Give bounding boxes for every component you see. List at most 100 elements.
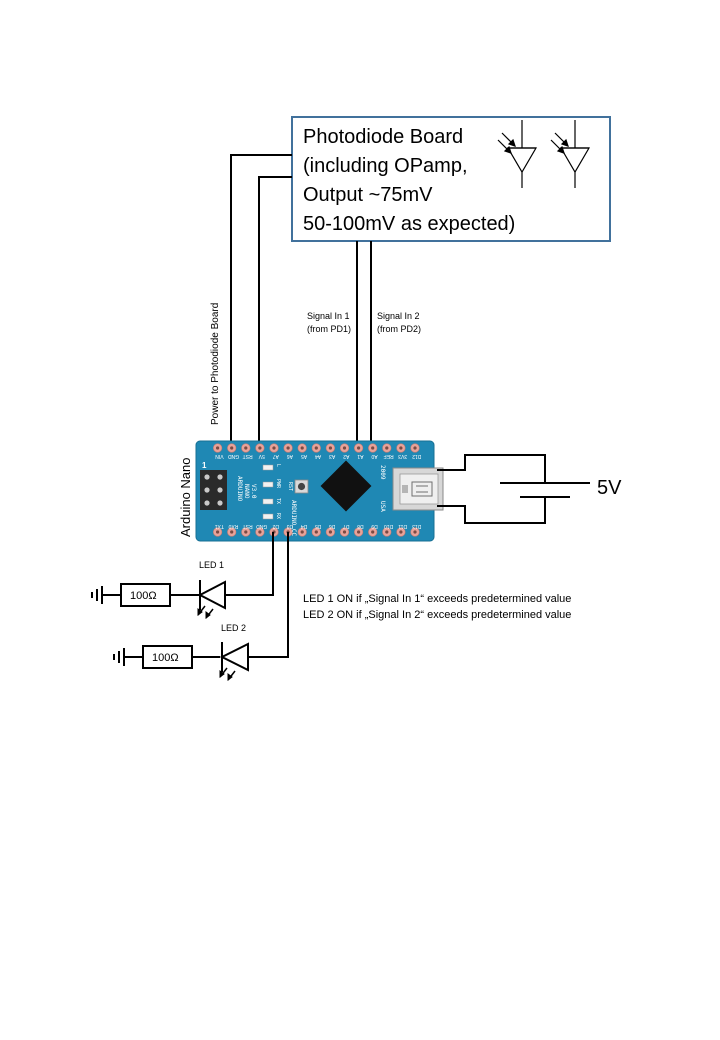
wire-d2	[225, 532, 274, 596]
top-pin-hole-a5	[300, 446, 304, 450]
photodiode-board-line-2: (including OPamp,	[303, 155, 468, 177]
bottom-pin-hole-rst	[244, 530, 248, 534]
top-pin-hole-ref	[385, 446, 389, 450]
bottom-pin-label-d2: D2	[272, 523, 279, 529]
bottom-pin-label-d4: D4	[301, 523, 308, 529]
led1-branch	[91, 532, 274, 607]
signal-wires	[356, 241, 372, 448]
photodiode-board-title: Photodiode Board	[303, 126, 463, 148]
top-pin-hole-5v	[258, 446, 262, 450]
signal-1-source: (from PD1)	[307, 324, 351, 334]
silk-model: ARDUINO	[236, 476, 243, 502]
top-pin-hole-vin	[216, 446, 220, 450]
bottom-pin-hole-d6	[328, 530, 332, 534]
icsp-header	[200, 470, 227, 510]
top-pin-label-gnd: GND	[228, 453, 240, 459]
bottom-pin-label-d8: D8	[357, 523, 364, 529]
silk-icsp: ICSP	[191, 520, 197, 534]
arduino-nano-board: Arduino Nano D123V3REFA0A1A2A3A4A5A6A75V…	[178, 440, 444, 542]
top-pin-label-a4: A4	[315, 453, 321, 459]
silk-version: V3.0	[250, 484, 257, 499]
bottom-pin-label-d10: D10	[384, 523, 393, 529]
signal-1-label: Signal In 1	[307, 311, 350, 321]
silk-led-pwr: PWR	[275, 479, 281, 489]
bottom-pin-hole-d5	[314, 530, 318, 534]
top-pin-hole-d12	[413, 446, 417, 450]
bottom-pin-hole-tx1	[216, 530, 220, 534]
signal-2-source: (from PD2)	[377, 324, 421, 334]
bottom-pin-hole-rx0	[230, 530, 234, 534]
top-pin-label-vin: VIN	[215, 453, 224, 459]
note-led2: LED 2 ON if „Signal In 2“ exceeds predet…	[303, 609, 571, 621]
note-led1: LED 1 ON if „Signal In 1“ exceeds predet…	[303, 593, 571, 605]
bottom-pin-hole-d13	[413, 530, 417, 534]
top-pin-hole-a1	[357, 446, 361, 450]
top-pin-label-a0: A0	[371, 453, 377, 459]
silk-site: ARDUINO.CC	[290, 500, 297, 537]
bottom-pin-hole-d4	[300, 530, 304, 534]
top-pin-hole-a4	[314, 446, 318, 450]
bottom-pin-hole-gnd	[258, 530, 262, 534]
led2-branch	[113, 532, 289, 669]
wire-5v	[258, 176, 292, 448]
top-pin-hole-a2	[342, 446, 347, 450]
bottom-pin-label-d13: D13	[412, 523, 421, 529]
top-pin-hole-gnd	[230, 446, 234, 450]
bottom-pin-label-d7: D7	[343, 523, 350, 529]
signal-2-label: Signal In 2	[377, 311, 420, 321]
wire-d3	[248, 532, 289, 658]
usb-connector	[392, 467, 444, 511]
photodiode-board-frame	[291, 116, 611, 242]
led1-label: LED 1	[199, 560, 224, 570]
reset-button	[294, 479, 309, 494]
photodiode-board: Photodiode Board (including OPamp, Outpu…	[291, 116, 611, 242]
photodiode-board-line-4: 50-100mV as expected)	[303, 213, 515, 235]
supply-voltage-label: 5V	[597, 477, 622, 499]
top-pin-hole-a6	[286, 446, 290, 450]
bottom-pin-hole-d8	[357, 530, 361, 534]
led2-label: LED 2	[221, 623, 246, 633]
bottom-pin-label-d11: D11	[398, 523, 407, 529]
arduino-nano-label: Arduino Nano	[178, 458, 193, 538]
led2-symbol	[219, 642, 249, 681]
top-pin-hole-3v3	[399, 446, 403, 450]
status-leds	[262, 464, 274, 520]
top-pin-label-ref: REF	[384, 453, 394, 459]
supply-wire-top	[437, 454, 546, 483]
photodiode-board-line-3: Output ~75mV	[303, 184, 433, 206]
silk-led-rx: RX	[275, 513, 281, 519]
bottom-pin-label-d6: D6	[329, 523, 336, 529]
silk-one: 1	[202, 461, 207, 470]
silk-led-tx: TX	[275, 498, 281, 504]
resistor-2-label: 100Ω	[152, 652, 179, 664]
wire-gnd	[230, 154, 292, 448]
top-pin-label-a5: A5	[301, 453, 307, 459]
power-label: Power to Photodiode Board	[210, 303, 221, 425]
top-pin-hole-a3	[328, 446, 332, 450]
bottom-pin-label-tx1: TX1	[215, 523, 224, 529]
top-pin-label-a2: A2	[343, 453, 349, 459]
silk-rst: RST	[287, 482, 293, 491]
bottom-pin-label-d9: D9	[371, 523, 378, 529]
bottom-pin-label-d3: D3	[286, 523, 293, 529]
bottom-pin-label-rst: RST	[243, 523, 253, 529]
bottom-pin-hole-d7	[342, 530, 347, 534]
top-pin-hole-a0	[371, 446, 375, 450]
top-pin-label-a1: A1	[357, 453, 363, 459]
led1-symbol	[197, 580, 226, 619]
resistor-1-label: 100Ω	[130, 590, 157, 602]
silk-year: 2009	[379, 465, 386, 480]
top-pin-hole-rst	[244, 446, 248, 450]
top-pin-label-rst: RST	[243, 453, 253, 459]
top-pin-label-a3: A3	[329, 453, 335, 459]
bottom-pin-hole-d10	[385, 530, 389, 534]
top-pin-label-a6: A6	[287, 453, 293, 459]
bottom-pin-label-rx0: RX0	[228, 523, 238, 529]
top-pin-label-d12: D12	[412, 453, 421, 459]
silk-led-l: L	[275, 464, 281, 467]
top-pin-label-3v3: 3V3	[398, 453, 407, 459]
top-pin-hole-a7	[272, 446, 276, 450]
